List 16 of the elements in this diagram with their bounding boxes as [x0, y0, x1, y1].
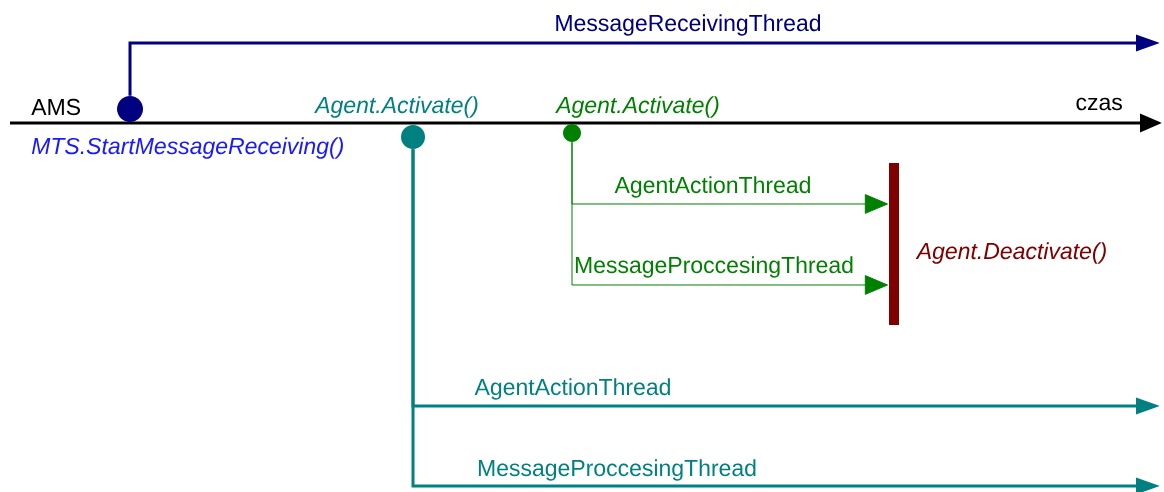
edge-label: AgentActionThread [473, 377, 673, 401]
arrow [571, 141, 888, 295]
method-label: MTS.StartMessageReceiving() [31, 137, 343, 159]
edge-label: AgentActionThread [613, 175, 813, 199]
method-label: Agent.Activate() [314, 96, 478, 118]
method-label: Agent.Activate() [555, 96, 719, 118]
edge-label: MessageProccesingThread [476, 458, 758, 482]
dot [401, 125, 425, 149]
dot [117, 96, 143, 122]
bar [889, 163, 899, 325]
dot [563, 124, 581, 142]
axis-label: AMS [31, 98, 80, 116]
edge-label: MessageReceivingThread [553, 13, 823, 37]
edge-label: MessageProccesingThread [573, 255, 855, 279]
method-label: Agent.Deactivate() [915, 242, 1106, 264]
axis-label: czas [1076, 97, 1122, 111]
